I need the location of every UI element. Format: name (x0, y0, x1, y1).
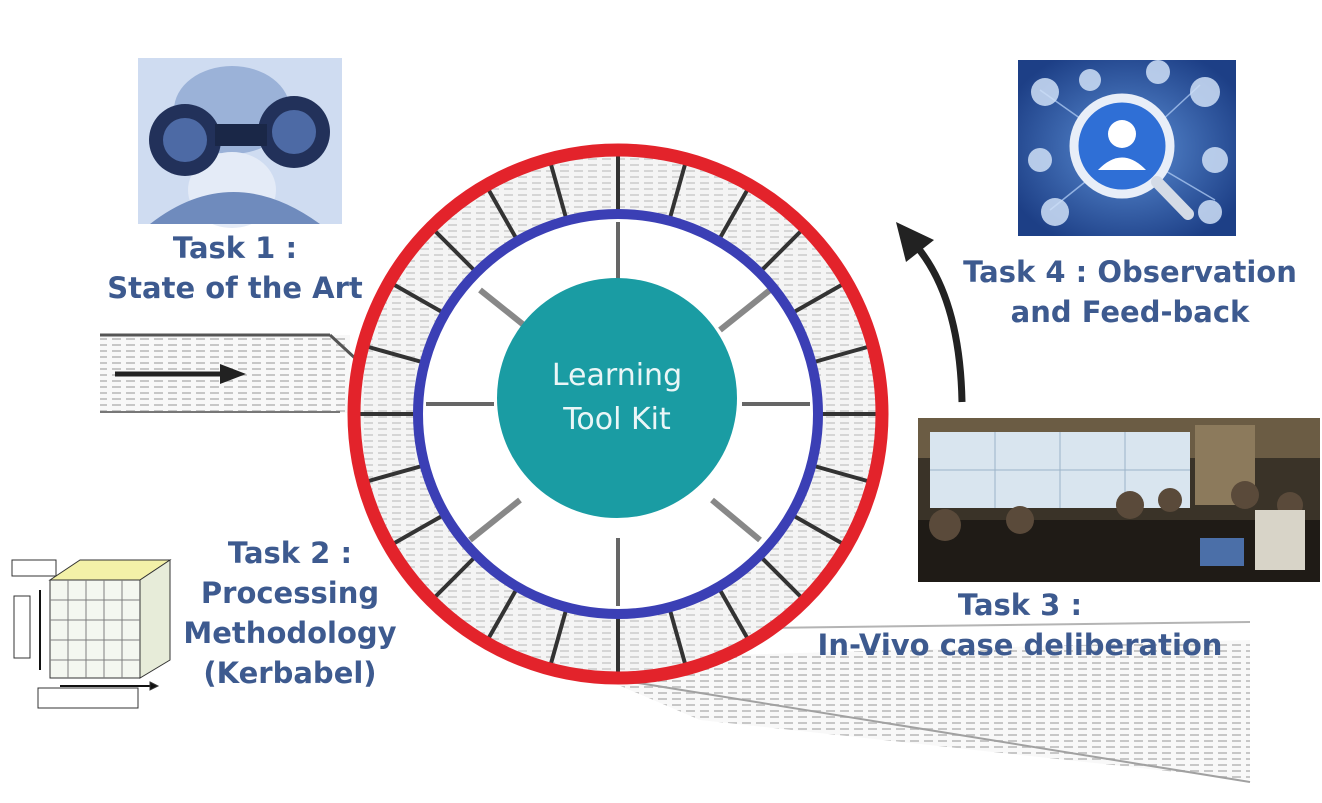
task-4-desc: and Feed-back (1010, 295, 1250, 329)
task-2-label: Task 2 : Processing Methodology (Kerbabe… (165, 533, 415, 693)
curved-arrow-icon (896, 222, 966, 403)
center-circle (497, 278, 737, 518)
task-3-title: Task 3 : (957, 588, 1083, 622)
task-3-label: Task 3 : In-Vivo case deliberation (790, 585, 1250, 665)
task-2-desc-line1: Processing (200, 576, 380, 610)
inner-blue-ring (413, 209, 823, 619)
flow-arrow-icon (115, 364, 246, 384)
network-magnifier-icon (1018, 60, 1236, 236)
binoculars-person-photo (138, 58, 342, 228)
center-label-line1: Learning (551, 358, 683, 393)
outer-red-ring (347, 143, 889, 685)
outflow-channel (560, 621, 1251, 783)
task-1-label: Task 1 : State of the Art (90, 228, 380, 308)
center-label: Learning Tool Kit (497, 354, 737, 442)
task-1-title: Task 1 : (172, 231, 298, 265)
data-cube-icon (11, 559, 172, 709)
task-3-desc: In-Vivo case deliberation (817, 628, 1223, 662)
task-4-label: Task 4 : Observation and Feed-back (945, 252, 1315, 332)
task-2-desc-line2: Methodology (183, 616, 397, 650)
task-2-desc-line3: (Kerbabel) (203, 656, 377, 690)
center-label-line2: Tool Kit (563, 402, 671, 437)
control-room-photo (918, 418, 1320, 582)
task-4-title: Task 4 : Observation (963, 255, 1297, 289)
task-2-title: Task 2 : (227, 536, 353, 570)
task-1-desc: State of the Art (107, 271, 363, 305)
